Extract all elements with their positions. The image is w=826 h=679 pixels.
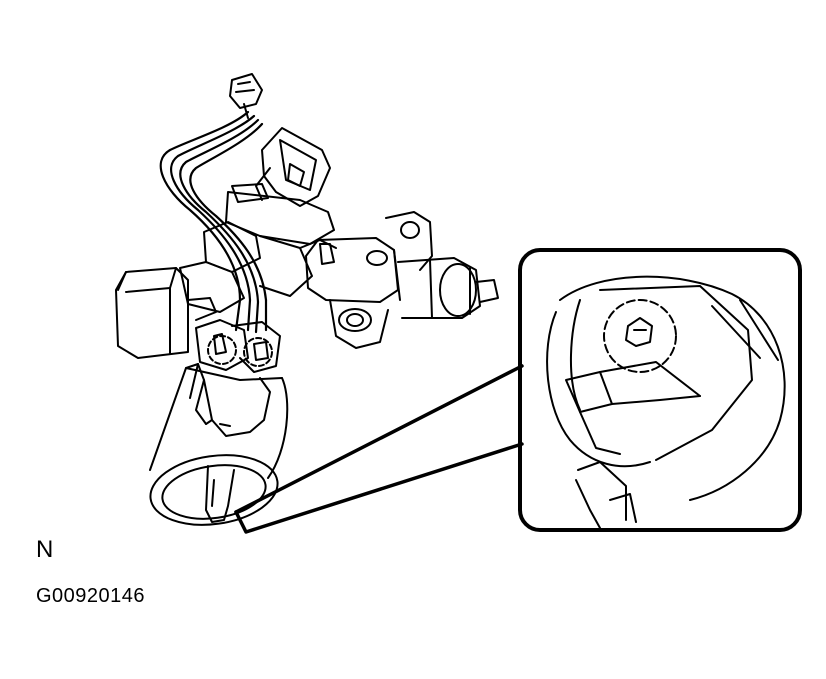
lock-cylinder-opening-icon xyxy=(149,454,279,526)
release-area-icon xyxy=(195,319,281,373)
release-pin-detail-icon xyxy=(546,275,786,529)
switch-connector-block-icon xyxy=(231,127,331,207)
view-label: N xyxy=(36,536,54,563)
lock-shaft-icon xyxy=(397,257,499,319)
lock-housing-icon xyxy=(305,237,399,349)
ignition-switch-assembly-icon xyxy=(115,73,524,534)
figure-code: G00920146 xyxy=(36,585,146,607)
shaft-boss-icon xyxy=(385,211,433,301)
key-interlock-solenoid-icon xyxy=(115,267,217,359)
lock-cylinder-tube-icon xyxy=(149,363,289,479)
wire-harness-icon xyxy=(159,110,268,334)
detail-inset-icon xyxy=(518,248,802,532)
callout-leader-icon xyxy=(234,364,524,534)
harness-connector-icon xyxy=(229,73,263,119)
